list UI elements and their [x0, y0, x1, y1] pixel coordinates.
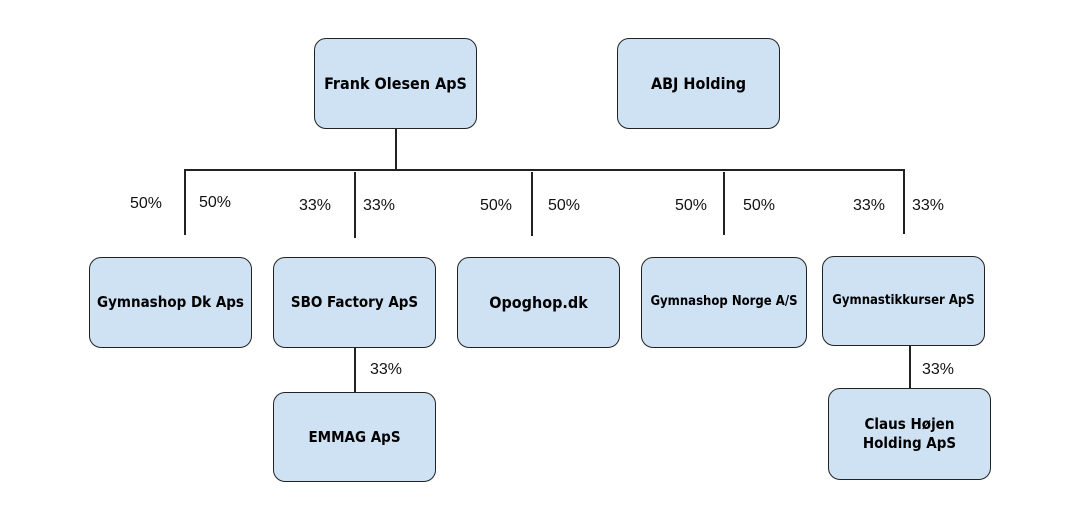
company-box-gymnashop-dk: Gymnashop Dk Aps — [89, 257, 252, 348]
connector-to-sbo-factory — [354, 172, 356, 238]
company-box-emmag: EMMAG ApS — [273, 392, 436, 482]
connector-horizontal-bus — [184, 169, 905, 171]
connector-sbo-to-emmag — [354, 347, 356, 392]
company-box-gymnastikkurser: Gymnastikkurser ApS — [822, 256, 985, 346]
ownership-label: 50% — [199, 194, 232, 211]
connector-to-opoghop — [531, 172, 533, 236]
company-name: Frank Olesen ApS — [324, 73, 467, 93]
ownership-label: 50% — [130, 195, 163, 212]
connector-frank-down — [395, 129, 397, 169]
company-box-gymnashop-norge: Gymnashop Norge A/S — [641, 257, 807, 348]
ownership-label: 50% — [743, 197, 776, 214]
connector-to-gymnashop-dk — [184, 169, 186, 235]
ownership-label: 50% — [548, 197, 581, 214]
ownership-label: 33% — [299, 197, 332, 214]
connector-gymnastik-to-claus — [909, 346, 911, 388]
ownership-label: 50% — [480, 197, 513, 214]
company-box-frank-olesen: Frank Olesen ApS — [314, 38, 477, 129]
connector-to-gymnashop-norge — [723, 172, 725, 235]
company-name-line-1: Claus Højen — [864, 415, 955, 434]
company-name: SBO Factory ApS — [290, 293, 419, 312]
company-box-claus-hojen: Claus Højen Holding ApS — [828, 388, 991, 480]
company-name: Opoghop.dk — [489, 292, 588, 312]
ownership-label: 33% — [922, 361, 955, 378]
company-name: EMMAG ApS — [308, 427, 401, 446]
connector-to-gymnastikkurser — [903, 169, 905, 234]
company-name-line-2: Holding ApS — [862, 434, 957, 452]
company-box-abj-holding: ABJ Holding — [617, 38, 780, 129]
company-box-opoghop: Opoghop.dk — [457, 257, 620, 348]
company-name: Gymnastikkurser ApS — [832, 292, 975, 308]
company-name: Gymnashop Dk Aps — [97, 293, 244, 312]
ownership-label: 33% — [370, 361, 403, 378]
company-name: ABJ Holding — [650, 73, 747, 93]
ownership-label: 33% — [853, 197, 886, 214]
company-box-sbo-factory: SBO Factory ApS — [273, 257, 436, 348]
ownership-label: 50% — [675, 197, 708, 214]
ownership-label: 33% — [912, 197, 945, 214]
company-name: Gymnashop Norge A/S — [650, 294, 798, 310]
ownership-label: 33% — [363, 197, 396, 214]
